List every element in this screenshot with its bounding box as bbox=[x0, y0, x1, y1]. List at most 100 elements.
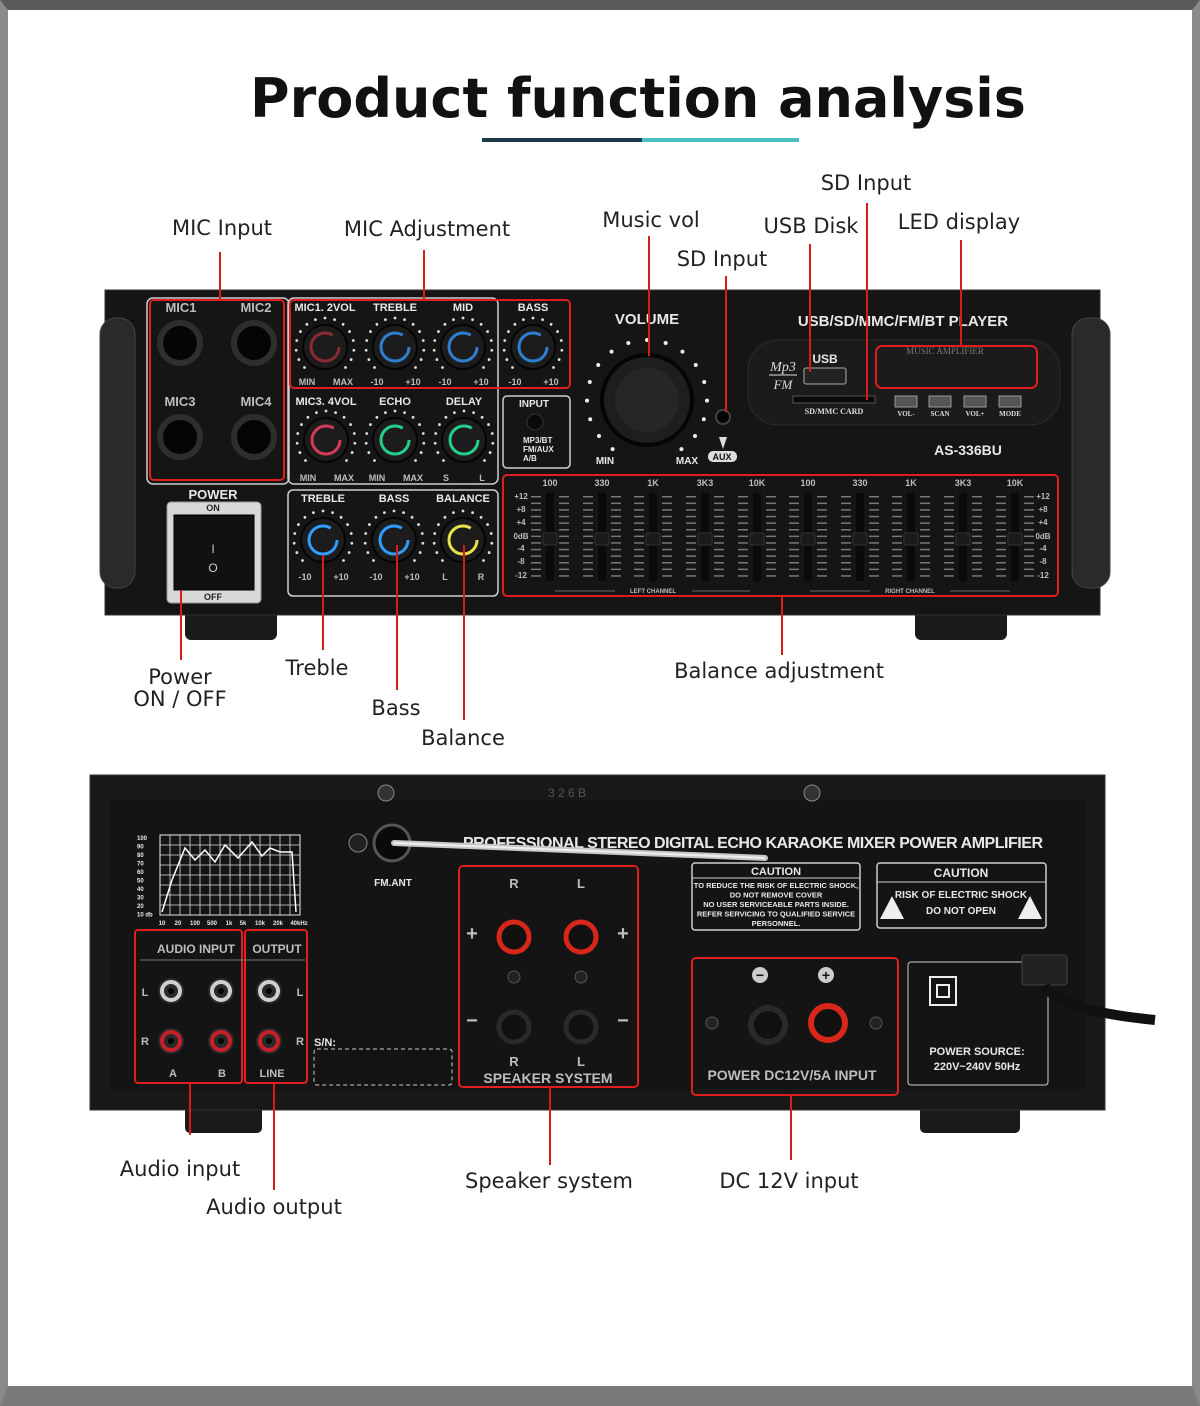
knob-scale-dot bbox=[461, 509, 465, 513]
knob-scale-dot bbox=[472, 411, 475, 415]
eq-tick bbox=[634, 529, 644, 531]
eq-tick bbox=[634, 555, 644, 557]
eq-slider-thumb[interactable] bbox=[903, 532, 919, 546]
eq-tick bbox=[972, 575, 982, 577]
eq-tick bbox=[686, 542, 696, 544]
knob[interactable] bbox=[371, 517, 417, 563]
volume-scale-dot bbox=[597, 434, 602, 439]
mic3-jack[interactable] bbox=[157, 414, 203, 460]
knob-scale-dot bbox=[349, 358, 353, 361]
knob-scale-dot bbox=[417, 523, 420, 526]
knob[interactable] bbox=[441, 417, 487, 463]
serial-number-field bbox=[313, 1048, 453, 1086]
eq-tick bbox=[559, 568, 569, 571]
eq-db-label-right: -12 bbox=[1037, 571, 1049, 580]
graph-y-label: 70 bbox=[137, 862, 144, 868]
speaker-l-negative-terminal[interactable] bbox=[563, 1009, 599, 1045]
eq-tick bbox=[869, 542, 879, 544]
player-button-mode[interactable] bbox=[998, 395, 1022, 408]
knob-scale-dot bbox=[432, 541, 436, 545]
sd-card-slot[interactable] bbox=[792, 395, 876, 404]
knob-scale-dot bbox=[303, 366, 306, 369]
eq-tick bbox=[559, 555, 569, 557]
knob[interactable] bbox=[440, 324, 486, 370]
player-button-scan[interactable] bbox=[928, 395, 952, 408]
eq-db-label-left: +8 bbox=[516, 505, 526, 514]
knob-scale-dot bbox=[549, 322, 553, 326]
rca-jack-pin bbox=[218, 988, 224, 994]
knob-scale-dot bbox=[486, 523, 489, 526]
eq-slider-thumb[interactable] bbox=[1007, 532, 1023, 546]
eq-tick bbox=[817, 535, 827, 538]
eq-db-label-left: 0dB bbox=[513, 532, 528, 541]
speaker-r-positive-terminal[interactable] bbox=[496, 919, 532, 955]
eq-tick bbox=[869, 509, 879, 511]
knob-scale-dot bbox=[375, 322, 379, 326]
callout-dc-input: DC 12V input bbox=[719, 1169, 858, 1193]
eq-slider-thumb[interactable] bbox=[955, 532, 971, 546]
eq-tick bbox=[531, 568, 541, 571]
warning-triangle-icon bbox=[880, 896, 904, 919]
eq-tick bbox=[817, 542, 827, 544]
eq-tick bbox=[892, 522, 902, 524]
knob[interactable] bbox=[510, 324, 556, 370]
eq-tick bbox=[583, 515, 593, 518]
eq-tick bbox=[686, 535, 696, 538]
knob-scale-dot bbox=[418, 551, 422, 554]
eq-slider-thumb[interactable] bbox=[852, 532, 868, 546]
eq-slider-thumb[interactable] bbox=[800, 532, 816, 546]
eq-slider-thumb[interactable] bbox=[594, 532, 610, 546]
callout-audio-input: Audio input bbox=[120, 1157, 240, 1181]
usb-port[interactable] bbox=[803, 367, 847, 385]
speaker-l-positive-terminal[interactable] bbox=[563, 919, 599, 955]
eq-slider-thumb[interactable] bbox=[749, 532, 765, 546]
knob-scale-dot bbox=[420, 532, 424, 535]
eq-frequency-label: 330 bbox=[852, 478, 867, 488]
player-button-vol[interactable] bbox=[963, 395, 987, 408]
eq-tick bbox=[714, 502, 724, 505]
volume-scale-dot bbox=[693, 363, 698, 368]
mic4-jack[interactable] bbox=[231, 414, 277, 460]
eq-slider-thumb[interactable] bbox=[645, 532, 661, 546]
knob[interactable] bbox=[372, 324, 418, 370]
knob-scale-dot bbox=[443, 322, 447, 326]
eq-db-label-left: -12 bbox=[515, 571, 527, 580]
knob[interactable] bbox=[303, 417, 349, 463]
aux-jack[interactable] bbox=[715, 409, 731, 425]
dc-negative-terminal[interactable] bbox=[748, 1005, 788, 1045]
eq-tick bbox=[662, 529, 672, 531]
eq-tick bbox=[531, 575, 541, 577]
rca-jack-pin bbox=[266, 1038, 272, 1044]
dc-positive-terminal[interactable] bbox=[808, 1003, 848, 1043]
eq-tick bbox=[920, 515, 930, 518]
speaker-l-label-bottom: L bbox=[577, 1054, 585, 1069]
eq-db-label-right: +4 bbox=[1038, 518, 1048, 527]
eq-tick bbox=[996, 562, 1006, 564]
knob-light-ring bbox=[379, 331, 411, 363]
knob-scale-dot bbox=[559, 339, 563, 342]
eq-slider-thumb[interactable] bbox=[697, 532, 713, 546]
speaker-r-negative-terminal[interactable] bbox=[496, 1009, 532, 1045]
plus-icon bbox=[818, 967, 834, 983]
caution1-line: REFER SERVICING TO QUALIFIED SERVICE bbox=[697, 910, 855, 919]
right-handle bbox=[1071, 317, 1111, 589]
knob-scale-dot bbox=[557, 358, 561, 361]
eq-slider-thumb[interactable] bbox=[542, 532, 558, 546]
eq-tick bbox=[634, 535, 644, 538]
callout-speaker-system: Speaker system bbox=[465, 1169, 633, 1193]
input-selector-button[interactable] bbox=[526, 413, 544, 431]
power-rocker-switch[interactable] bbox=[173, 514, 255, 591]
knob[interactable] bbox=[302, 324, 348, 370]
player-button-vol[interactable] bbox=[894, 395, 918, 408]
mic1-jack[interactable] bbox=[157, 320, 203, 366]
knob-scale-dot bbox=[461, 316, 465, 320]
mic2-jack[interactable] bbox=[231, 320, 277, 366]
eq-tick bbox=[738, 502, 748, 505]
eq-tick bbox=[944, 502, 954, 505]
eq-tick bbox=[662, 575, 672, 577]
screw bbox=[377, 784, 395, 802]
eq-tick bbox=[789, 555, 799, 557]
knob[interactable] bbox=[372, 417, 418, 463]
eq-tick bbox=[892, 548, 902, 551]
eq-tick bbox=[686, 515, 696, 518]
